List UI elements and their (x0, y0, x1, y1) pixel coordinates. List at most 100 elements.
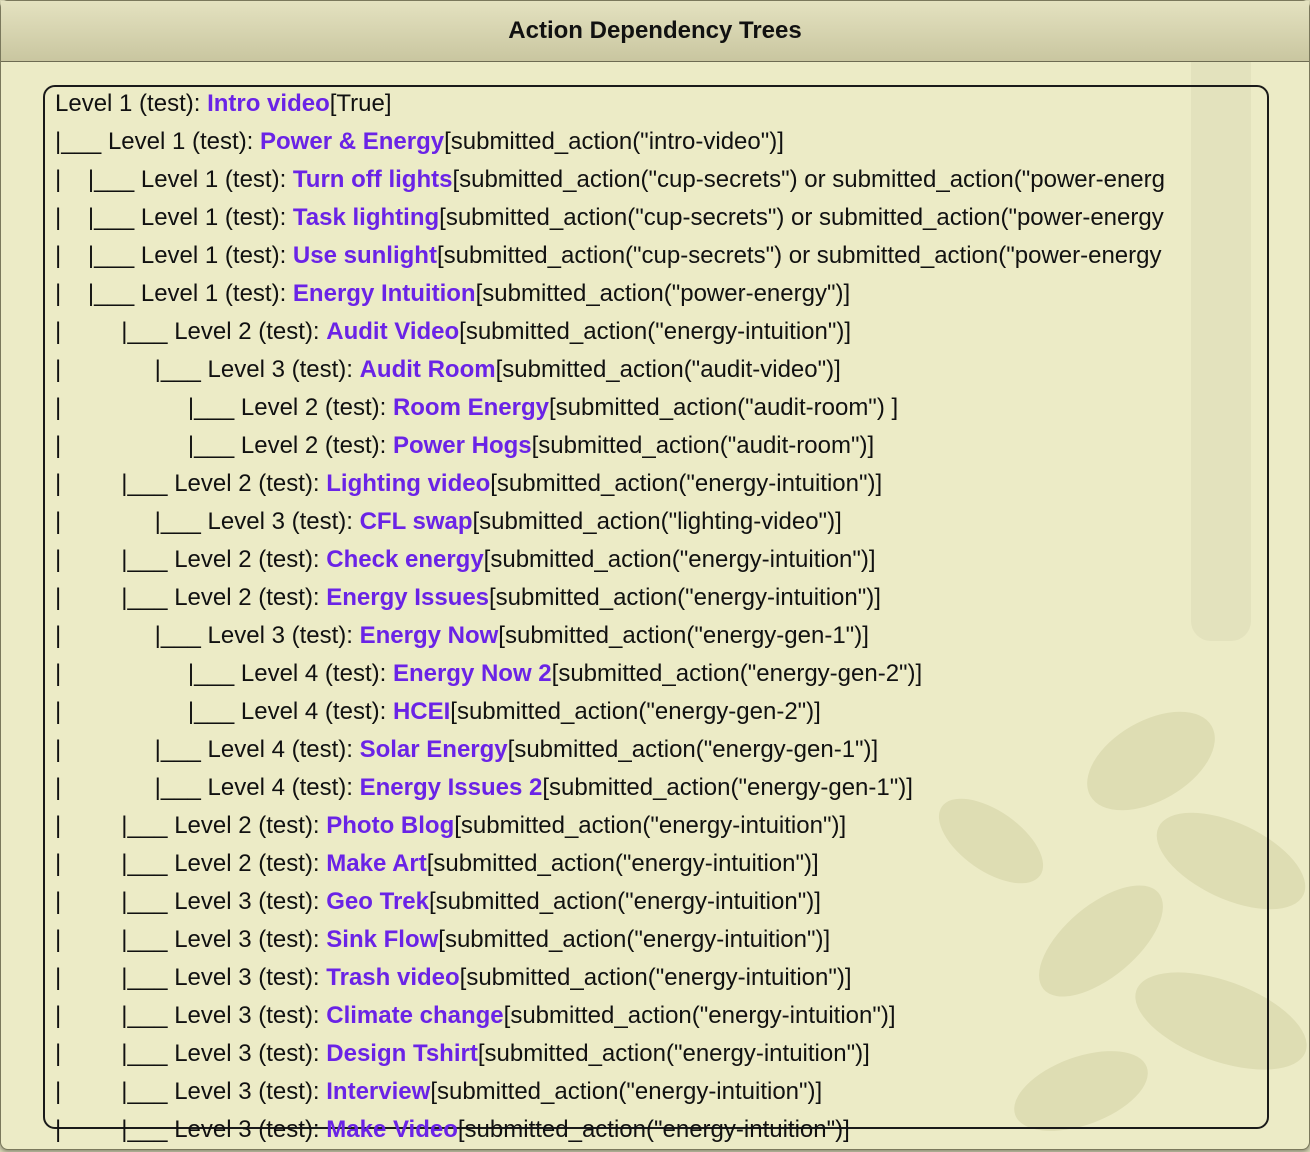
tree-branch-prefix: | |___ (55, 166, 141, 193)
action-condition: [submitted_action("audit-room") ] (548, 394, 899, 421)
action-level-label: Level 3 (test): (174, 888, 327, 915)
action-level-label: Level 2 (test): (240, 432, 393, 459)
tree-row: | |___ Level 2 (test): Lighting video[su… (55, 465, 882, 503)
tree-row: | |___ Level 1 (test): Turn off lights[s… (55, 161, 1165, 199)
action-condition: [submitted_action("energy-intuition")] (483, 546, 876, 573)
action-name-link[interactable]: Make Video (326, 1116, 458, 1143)
action-name-link[interactable]: Power Hogs (392, 432, 532, 459)
action-condition: [submitted_action("energy-intuition")] (457, 1116, 850, 1143)
action-name-link[interactable]: Make Art (326, 850, 427, 877)
action-condition: [submitted_action("energy-intuition")] (459, 318, 852, 345)
tree-row: | |___ Level 2 (test): Audit Video[submi… (55, 313, 851, 351)
action-level-label: Level 2 (test): (174, 546, 327, 573)
action-name-link[interactable]: Room Energy (392, 394, 549, 421)
action-name-link[interactable]: Geo Trek (326, 888, 429, 915)
tree-branch-prefix: | |___ (55, 774, 208, 801)
tree-row: | |___ Level 3 (test): Climate change[su… (55, 997, 896, 1035)
tree-row: | |___ Level 2 (test): Make Art[submitte… (55, 845, 819, 883)
action-name-link[interactable]: Energy Issues (326, 584, 490, 611)
action-name-link[interactable]: Solar Energy (359, 736, 508, 763)
action-name-link[interactable]: Climate change (326, 1002, 504, 1029)
action-level-label: Level 2 (test): (174, 584, 327, 611)
tree-row: | |___ Level 2 (test): Room Energy[submi… (55, 389, 898, 427)
action-level-label: Level 3 (test): (207, 508, 360, 535)
action-level-label: Level 3 (test): (207, 356, 360, 383)
tree-row: | |___ Level 3 (test): Make Video[submit… (55, 1111, 850, 1149)
action-condition: [submitted_action("energy-intuition")] (503, 1002, 896, 1029)
action-name-link[interactable]: Lighting video (326, 470, 491, 497)
action-name-link[interactable]: Audit Video (326, 318, 460, 345)
action-condition: [submitted_action("energy-intuition")] (477, 1040, 870, 1067)
action-name-link[interactable]: Task lighting (292, 204, 440, 231)
tree-row: | |___ Level 3 (test): Design Tshirt[sub… (55, 1035, 870, 1073)
action-condition: [submitted_action("energy-intuition")] (490, 470, 883, 497)
action-condition: [submitted_action("energy-intuition")] (438, 926, 831, 953)
action-name-link[interactable]: CFL swap (359, 508, 473, 535)
tree-row: | |___ Level 4 (test): Energy Now 2[subm… (55, 655, 922, 693)
tree-row: | |___ Level 3 (test): Sink Flow[submitt… (55, 921, 830, 959)
action-name-link[interactable]: Photo Blog (326, 812, 455, 839)
tree-branch-prefix: | |___ (55, 318, 175, 345)
action-name-link[interactable]: Check energy (326, 546, 484, 573)
tree-branch-prefix: | |___ (55, 242, 141, 269)
action-name-link[interactable]: Use sunlight (292, 242, 437, 269)
action-name-link[interactable]: Audit Room (359, 356, 496, 383)
tree-row: | |___ Level 3 (test): Energy Now[submit… (55, 617, 869, 655)
action-name-link[interactable]: Power & Energy (260, 128, 445, 155)
action-level-label: Level 3 (test): (207, 622, 360, 649)
action-condition: [submitted_action("energy-intuition")] (489, 584, 881, 611)
tree-branch-prefix: | |___ (55, 280, 141, 307)
action-name-link[interactable]: Interview (326, 1078, 431, 1105)
action-name-link[interactable]: Sink Flow (326, 926, 439, 953)
action-name-link[interactable]: Design Tshirt (326, 1040, 478, 1067)
action-level-label: Level 3 (test): (174, 1002, 327, 1029)
action-level-label: Level 3 (test): (174, 1040, 327, 1067)
action-name-link[interactable]: Energy Now 2 (392, 660, 552, 687)
action-condition: [submitted_action("lighting-video")] (472, 508, 842, 535)
action-level-label: Level 2 (test): (240, 394, 393, 421)
action-condition: [submitted_action("energy-gen-2")] (450, 698, 821, 725)
action-level-label: Level 3 (test): (174, 1078, 327, 1105)
tree-branch-prefix: | |___ (55, 432, 241, 459)
action-name-link[interactable]: Intro video (207, 90, 330, 117)
action-level-label: Level 4 (test): (207, 736, 360, 763)
action-level-label: Level 1 (test): (140, 166, 293, 193)
tree-row: | |___ Level 1 (test): Use sunlight[subm… (55, 237, 1161, 275)
tree-panel[interactable]: Level 1 (test): Intro video[True]|___ Le… (43, 85, 1269, 1143)
action-name-link[interactable]: Trash video (326, 964, 460, 991)
tree-row: | |___ Level 3 (test): CFL swap[submitte… (55, 503, 842, 541)
action-condition: [submitted_action("cup-secrets") or subm… (439, 204, 1164, 231)
tree-branch-prefix: | |___ (55, 508, 208, 535)
tree-branch-prefix: | |___ (55, 470, 175, 497)
tree-row: | |___ Level 3 (test): Geo Trek[submitte… (55, 883, 821, 921)
action-name-link[interactable]: Energy Issues 2 (359, 774, 543, 801)
action-level-label: Level 3 (test): (174, 964, 327, 991)
tree-branch-prefix: | |___ (55, 812, 175, 839)
action-name-link[interactable]: Energy Intuition (292, 280, 476, 307)
tree-branch-prefix: | |___ (55, 622, 208, 649)
action-level-label: Level 3 (test): (174, 1116, 327, 1143)
tree-row: | |___ Level 1 (test): Energy Intuition[… (55, 275, 850, 313)
tree-branch-prefix: | |___ (55, 698, 241, 725)
action-name-link[interactable]: HCEI (392, 698, 451, 725)
tree-branch-prefix: | |___ (55, 546, 175, 573)
action-condition: [submitted_action("energy-gen-1")] (507, 736, 879, 763)
action-condition: [submitted_action("power-energy")] (475, 280, 851, 307)
tree-branch-prefix: | |___ (55, 888, 175, 915)
action-level-label: Level 1 (test): (55, 90, 208, 117)
tree-row: | |___ Level 2 (test): Power Hogs[submit… (55, 427, 874, 465)
action-name-link[interactable]: Energy Now (359, 622, 499, 649)
action-condition: [submitted_action("cup-secrets") or subm… (436, 242, 1162, 269)
action-level-label: Level 2 (test): (174, 470, 327, 497)
tree-branch-prefix: | |___ (55, 1040, 175, 1067)
action-condition: [submitted_action("energy-intuition")] (459, 964, 852, 991)
tree-row: | |___ Level 4 (test): Solar Energy[subm… (55, 731, 878, 769)
action-condition: [submitted_action("cup-secrets") or subm… (452, 166, 1165, 193)
tree-branch-prefix: | |___ (55, 356, 208, 383)
tree-row: | |___ Level 2 (test): Check energy[subm… (55, 541, 876, 579)
action-name-link[interactable]: Turn off lights (292, 166, 453, 193)
action-condition: [submitted_action("intro-video")] (444, 128, 784, 155)
action-condition: [submitted_action("energy-gen-1")] (498, 622, 869, 649)
tree-branch-prefix: | |___ (55, 850, 175, 877)
tree-row: |___ Level 1 (test): Power & Energy[subm… (55, 123, 784, 161)
